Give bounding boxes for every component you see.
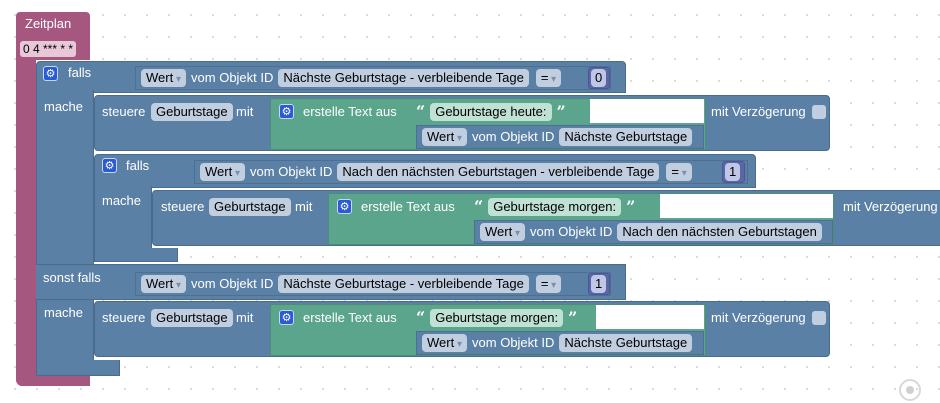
set2-property-dropdown[interactable]: Wert [480,223,526,241]
open-quote-icon: “ [416,102,426,121]
set3-gear-icon[interactable]: ⚙ [279,310,294,325]
set3-text-slot-empty [596,305,704,329]
nested-if-gear-icon[interactable]: ⚙ [102,158,117,173]
set3-object-id[interactable]: Nächste Geburtstage [559,334,693,352]
set2-object-id[interactable]: Nach den nächsten Geburtstagen [617,223,822,241]
set3-create-text-label: erstelle Text aus [303,310,397,325]
set3-with-label: mit [236,310,254,325]
condition1-number-value[interactable]: 0 [591,69,607,87]
nested-do-label: mache [102,193,142,208]
set1-target[interactable]: Geburtstage [151,103,233,121]
set2-text-slot-empty [660,194,833,218]
condition2-of-object-label: vom Objekt ID [191,276,274,291]
condition1-of-object-label: vom Objekt ID [191,70,274,85]
set1-create-text-label: erstelle Text aus [303,104,397,119]
condition2-number-block[interactable]: 1 [588,273,610,295]
nested-if-bottom [94,248,178,262]
nested-condition-object-id[interactable]: Nach den nächsten Geburtstagen - verblei… [337,163,660,181]
condition2-object-id[interactable]: Nächste Geburtstage - verbleibende Tage [278,275,529,293]
set1-gear-icon[interactable]: ⚙ [279,104,294,119]
do-label-2: mache [44,305,84,320]
close-quote-icon: ” [568,308,578,327]
condition1-property-dropdown[interactable]: Wert [141,69,187,87]
recenter-icon[interactable] [899,379,921,401]
set1-delay-checkbox[interactable] [812,105,826,119]
nested-condition-number-value[interactable]: 1 [725,163,741,181]
nested-condition-number-block[interactable]: 1 [722,161,745,183]
set3-target[interactable]: Geburtstage [151,309,233,327]
set2-value-block[interactable]: Wert vom Objekt ID Nach den nächsten Geb… [474,220,833,244]
set3-delay-checkbox[interactable] [812,311,826,325]
if-gear-icon[interactable]: ⚙ [43,66,58,81]
nested-if-label: falls [126,158,150,173]
set2-delay-label: mit Verzögerung [843,199,938,214]
set1-delay-label: mit Verzögerung [711,104,806,119]
set1-value-block[interactable]: Wert vom Objekt ID Nächste Geburtstage [416,125,704,149]
set3-of-object-label: vom Objekt ID [472,335,555,350]
close-quote-icon: ” [626,197,636,216]
condition2-property-dropdown[interactable]: Wert [141,275,187,293]
nested-condition-operator-dropdown[interactable]: = [666,163,692,181]
nested-condition-block[interactable]: Wert vom Objekt ID Nach den nächsten Geb… [194,160,748,184]
set1-text-value[interactable]: Geburtstage heute: [430,103,552,121]
set3-delay-label: mit Verzögerung [711,310,806,325]
set1-control-label: steuere [102,104,146,119]
set1-of-object-label: vom Objekt ID [472,129,555,144]
condition1-operator-dropdown[interactable]: = [535,69,562,87]
cron-field[interactable]: 0 4 *** * * [20,41,77,57]
set2-text-literal[interactable]: “ Geburtstage morgen: ” [474,196,635,218]
set3-control-label: steuere [102,310,146,325]
else-if-label: sonst falls [43,270,101,285]
nested-condition-property-dropdown[interactable]: Wert [200,163,246,181]
schedule-title: Zeitplan [25,16,72,31]
schedule-block-spine [16,58,36,380]
set2-with-label: mit [295,199,313,214]
nested-condition-of-object-label: vom Objekt ID [250,164,333,179]
set3-value-block[interactable]: Wert vom Objekt ID Nächste Geburtstage [416,331,704,355]
if-block-spine [36,90,94,375]
set2-target[interactable]: Geburtstage [209,198,291,216]
condition2-number-value[interactable]: 1 [591,275,607,293]
set2-text-value[interactable]: Geburtstage morgen: [488,198,622,216]
set1-with-label: mit [236,104,254,119]
do-label: mache [44,99,84,114]
set3-text-literal[interactable]: “ Geburtstage morgen: ” [416,307,577,329]
set3-text-value[interactable]: Geburtstage morgen: [430,309,564,327]
condition2-operator-dropdown[interactable]: = [535,275,562,293]
schedule-block-bottom [16,374,90,386]
close-quote-icon: ” [556,102,566,121]
nested-if-spine [94,186,152,250]
set1-object-id[interactable]: Nächste Geburtstage [559,128,693,146]
set1-text-slot-empty [590,99,704,123]
set1-property-dropdown[interactable]: Wert [422,128,468,146]
open-quote-icon: “ [474,197,484,216]
if-block-bottom [36,360,120,376]
condition1-object-id[interactable]: Nächste Geburtstage - verbleibende Tage [278,69,529,87]
condition2-block[interactable]: Wert vom Objekt ID Nächste Geburtstage -… [135,272,611,296]
open-quote-icon: “ [416,308,426,327]
condition1-number-block[interactable]: 0 [588,67,610,89]
set2-create-text-label: erstelle Text aus [361,199,455,214]
if-label: falls [68,65,92,80]
cron-value: 0 4 *** * * [23,42,74,56]
set1-text-literal[interactable]: “ Geburtstage heute: ” [416,101,566,123]
condition1-block[interactable]: Wert vom Objekt ID Nächste Geburtstage -… [135,66,611,90]
set2-control-label: steuere [161,199,205,214]
set3-property-dropdown[interactable]: Wert [422,334,468,352]
set2-of-object-label: vom Objekt ID [530,224,613,239]
set2-gear-icon[interactable]: ⚙ [337,199,352,214]
